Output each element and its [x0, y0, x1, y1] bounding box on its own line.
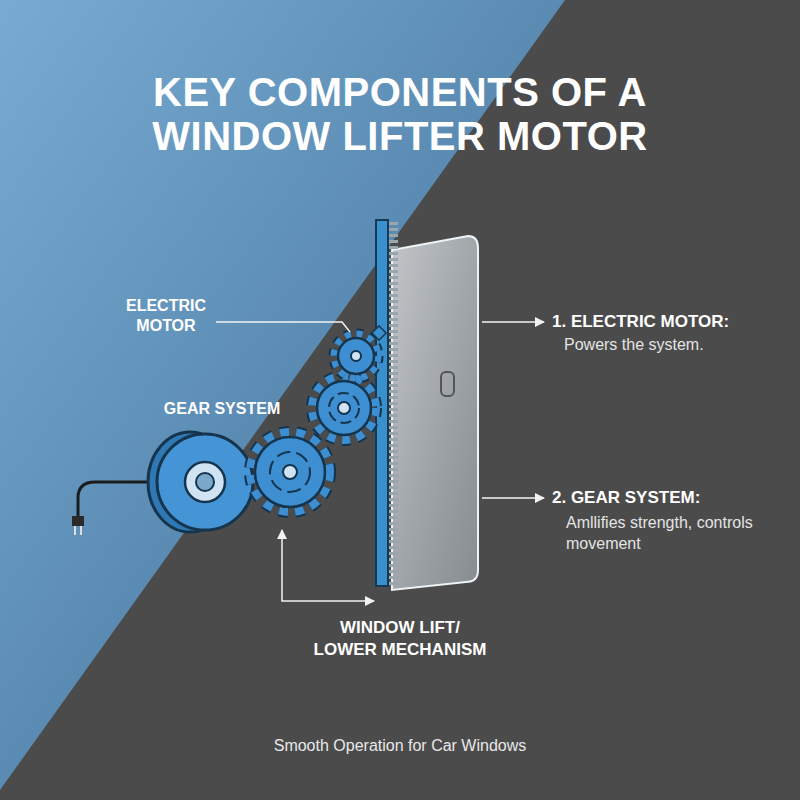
part-label: WINDOW LIFT/ LOWER MECHANISM [310, 617, 490, 661]
callout-text: Amllifies strength, controls movement [566, 512, 756, 554]
plug [72, 516, 84, 526]
part-label: GEAR SYSTEM [152, 400, 292, 418]
gear-axle [351, 351, 361, 361]
gear-teeth-outline [250, 432, 330, 512]
leader-arrow [482, 497, 544, 499]
gear-ring [270, 452, 310, 492]
gear-teeth [312, 376, 376, 440]
gear-small [338, 338, 374, 374]
leader-bracket-arrow [282, 530, 374, 601]
electric-motor [157, 434, 253, 530]
title: KEY COMPONENTS OF A WINDOW LIFTER MOTOR [100, 70, 700, 158]
gear-teeth [334, 334, 378, 378]
callout-text: Powers the system. [564, 336, 704, 354]
gear-teeth [250, 432, 330, 512]
gear-large [255, 437, 325, 507]
gear-ring [329, 393, 359, 423]
motor-shaft [196, 473, 214, 491]
motor-hub [185, 462, 225, 502]
rack-teeth [388, 222, 398, 585]
callout-heading: 1. ELECTRIC MOTOR: [552, 312, 729, 332]
leader-line [216, 322, 350, 332]
caption: Smooth Operation for Car Windows [100, 737, 700, 755]
gear-axle [338, 402, 350, 414]
leader-arrow [482, 321, 544, 323]
window-handle [441, 372, 454, 396]
gear-teeth-outline [334, 334, 378, 378]
power-cable [78, 482, 155, 518]
gear-axle [283, 465, 297, 479]
gear-teeth-outline [312, 376, 376, 440]
part-label: ELECTRIC MOTOR [116, 296, 216, 336]
plug-pin [80, 526, 82, 535]
window-glass [392, 236, 478, 590]
callout-heading: 2. GEAR SYSTEM: [552, 488, 700, 508]
plug-pin [74, 526, 76, 535]
gear-medium [317, 381, 371, 435]
